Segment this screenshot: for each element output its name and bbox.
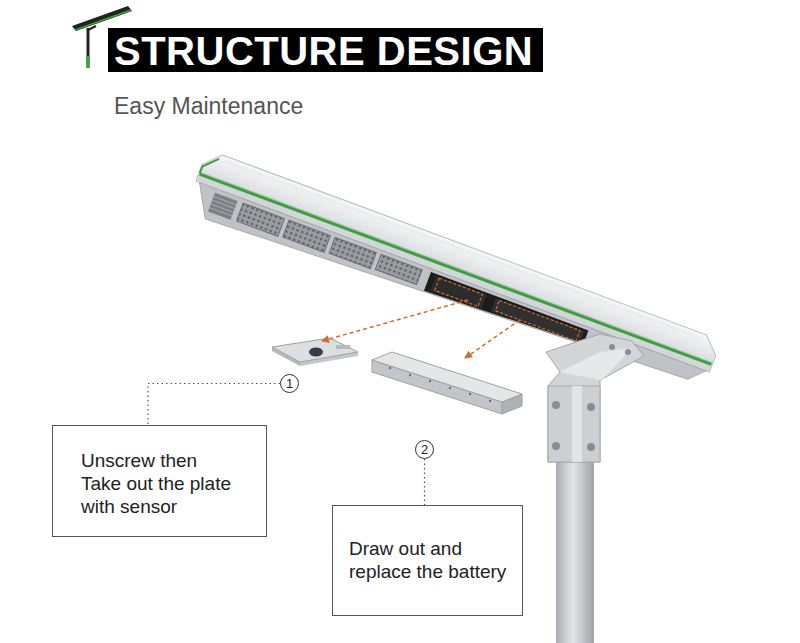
battery-part (389, 367, 391, 369)
pole-bracket-part (552, 401, 560, 409)
vent-grille-part (214, 196, 236, 204)
battery-part (372, 352, 522, 402)
vent-grille-part (212, 200, 234, 208)
lamp-head-part (199, 149, 721, 363)
pole-bracket-part (546, 334, 644, 462)
callout-box: Draw out and replace the battery (332, 505, 523, 616)
callout-number: 1 (286, 377, 293, 390)
removal-arrow-part (465, 320, 520, 358)
pole-part (556, 460, 594, 643)
led-module-part (375, 254, 422, 284)
battery-part (449, 387, 451, 389)
callout-circle: 2 (415, 440, 434, 459)
vent-grille-part (209, 208, 231, 216)
sensor-plate (272, 338, 358, 366)
pole-bracket-part (552, 442, 560, 450)
sensor-plate-part (272, 338, 358, 362)
pole-bracket-part (560, 348, 632, 380)
battery-compartment-part (495, 301, 579, 341)
lamp-head-part (200, 154, 219, 177)
sensor-plate-part (336, 345, 350, 349)
battery-part (469, 393, 471, 395)
battery-part (429, 380, 431, 382)
pole-bracket-part (548, 386, 600, 462)
leader-line (148, 384, 280, 426)
lamp-head-part (188, 183, 705, 401)
sensor-plate-part (309, 348, 323, 357)
callout-text: Draw out and replace the battery (349, 537, 514, 583)
battery-part (409, 374, 411, 376)
pole-bracket-part (587, 443, 595, 451)
removal-arrow-part (322, 300, 468, 341)
battery-compartment (424, 272, 588, 349)
leader-line (424, 459, 425, 505)
vent-grille-part (211, 204, 233, 212)
title-bar: STRUCTURE DESIGN (108, 28, 543, 72)
callout-box: Unscrew then Take out the plate with sen… (52, 425, 267, 537)
pole (556, 460, 594, 643)
lamp-icon-part (88, 26, 96, 30)
pole-bracket-part (587, 403, 595, 411)
lamp-icon-part (87, 28, 90, 68)
led-module-part (283, 220, 331, 252)
lamp-head-part (196, 172, 713, 372)
pole-bracket-part (572, 386, 582, 462)
pole-bracket (546, 334, 644, 462)
removal-arrow (322, 300, 520, 358)
subtitle-label: Easy Maintenance (114, 92, 303, 120)
lamp-head (185, 149, 722, 402)
callout-text: Unscrew then Take out the plate with sen… (81, 449, 239, 518)
pole-bracket-part (625, 349, 631, 355)
led-module-part (329, 237, 376, 268)
battery-compartment-part (424, 272, 588, 349)
vent-grille (208, 193, 237, 220)
battery (372, 352, 522, 414)
lamp-icon-part (87, 56, 90, 68)
pole-bracket-part (609, 344, 615, 350)
battery-part (489, 400, 491, 402)
led-module-part (237, 203, 285, 236)
battery-compartment-part (491, 298, 584, 344)
vent-grille-part (208, 193, 237, 220)
callout-number: 2 (421, 443, 428, 456)
led-module (237, 203, 423, 287)
callout-circle: 1 (280, 374, 299, 393)
lamp-icon-part (75, 10, 131, 30)
lamp-head-part (200, 174, 712, 364)
battery-compartment-part (430, 276, 486, 310)
